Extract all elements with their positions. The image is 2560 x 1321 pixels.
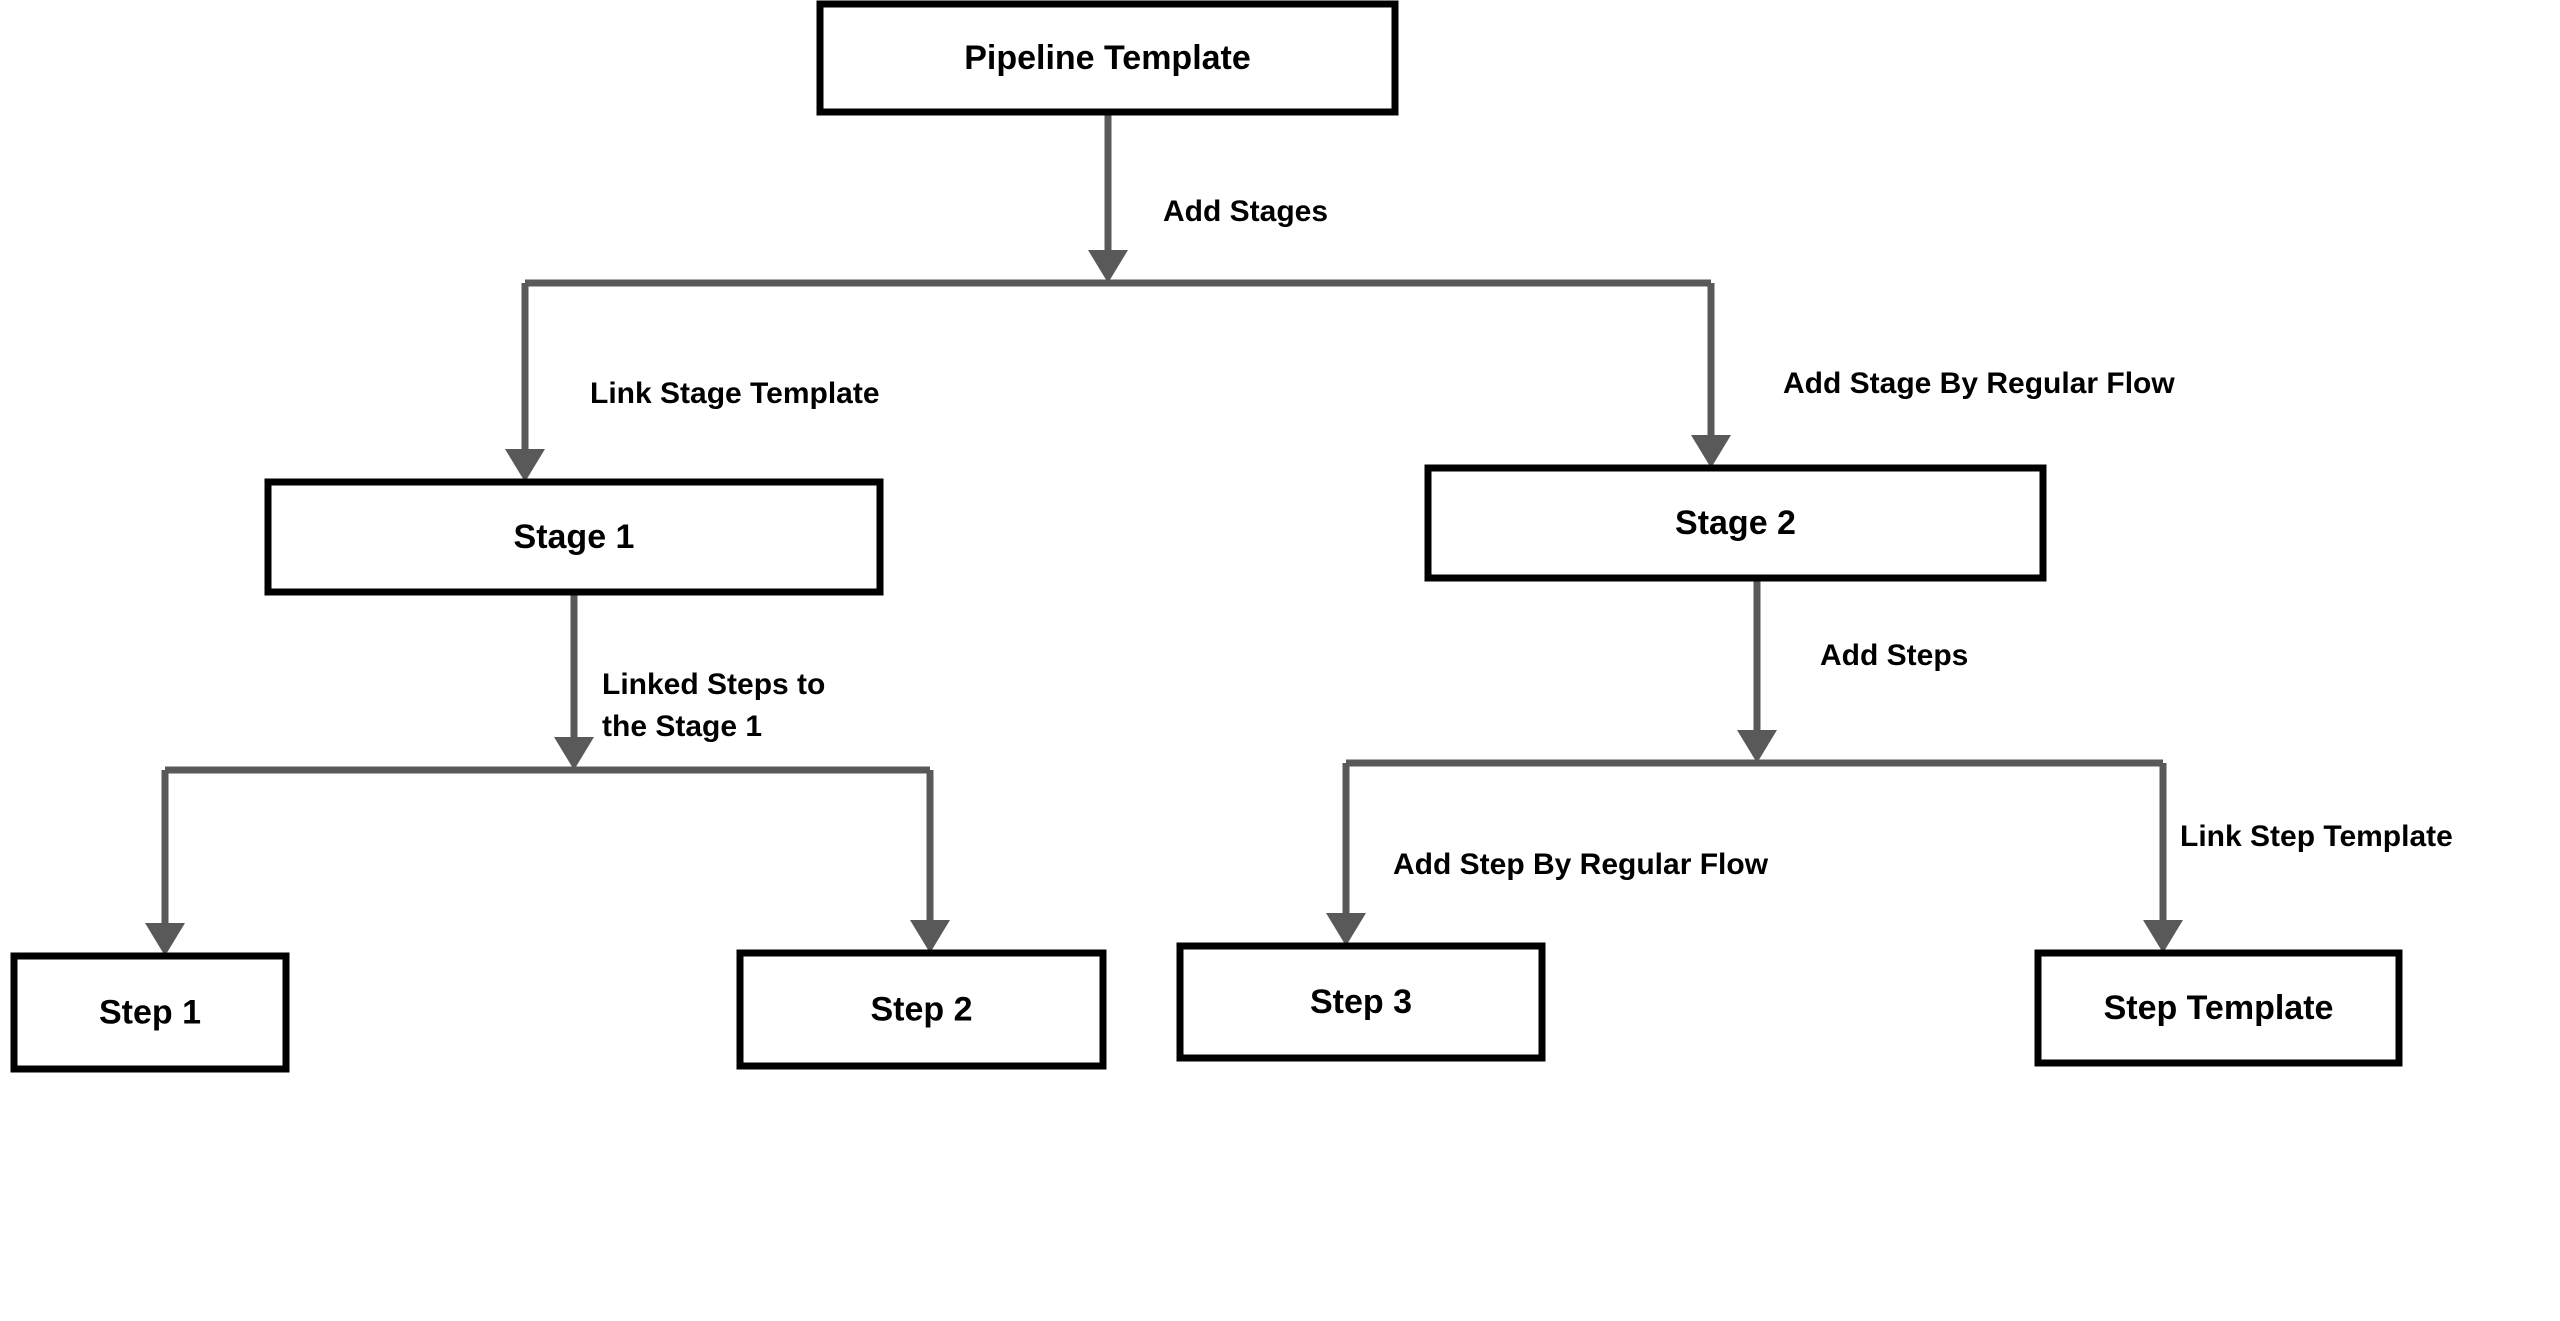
- arrowhead-icon: [145, 923, 185, 956]
- node-pipeline-template[interactable]: Pipeline Template: [816, 0, 1399, 116]
- node-label-stage-2: Stage 2: [1675, 504, 1796, 542]
- edges-layer: [145, 112, 2183, 956]
- arrowhead-icon: [1088, 250, 1128, 283]
- node-box-step-3[interactable]: [1176, 942, 1546, 1062]
- node-label-step-3: Step 3: [1310, 983, 1412, 1021]
- edge-label-steps-2-to-step-3: Add Step By Regular Flow: [1393, 848, 1769, 881]
- arrowhead-icon: [910, 920, 950, 953]
- node-step-1[interactable]: Step 1: [10, 952, 290, 1073]
- edge-pipeline-to-stages: [1088, 112, 1128, 283]
- arrowhead-icon: [554, 737, 594, 770]
- node-label-step-1: Step 1: [99, 993, 201, 1031]
- edge-label-stage-2-to-steps: Add Steps: [1820, 639, 1968, 672]
- arrowhead-icon: [2143, 920, 2183, 953]
- arrowhead-icon: [1326, 913, 1366, 946]
- node-box-step-1[interactable]: [10, 952, 290, 1073]
- edge-label-stages-to-stage-1: Link Stage Template: [590, 377, 880, 410]
- node-label-stage-1: Stage 1: [514, 518, 635, 556]
- node-box-pipeline-template[interactable]: [816, 0, 1399, 116]
- node-step-template[interactable]: Step Template: [2034, 949, 2403, 1067]
- edge-label-pipeline-to-stages: Add Stages: [1163, 195, 1328, 228]
- node-step-2[interactable]: Step 2: [736, 949, 1107, 1070]
- edge-stages-to-stage-1: [505, 283, 545, 482]
- edge-steps-2-to-step-template: [2143, 763, 2183, 953]
- edge-label-line: Add Stage By Regular Flow: [1783, 367, 2175, 400]
- node-label-step-template: Step Template: [2104, 989, 2334, 1027]
- edge-label-stage-1-to-steps: Linked Steps to the Stage 1: [602, 668, 825, 743]
- node-stage-1[interactable]: Stage 1: [264, 478, 884, 596]
- node-stage-2[interactable]: Stage 2: [1424, 464, 2047, 582]
- arrowhead-icon: [1737, 730, 1777, 763]
- edge-label-stages-to-stage-2: Add Stage By Regular Flow: [1783, 367, 2175, 400]
- edge-steps-1-to-step-1: [145, 770, 185, 956]
- node-box-step-2[interactable]: [736, 949, 1107, 1070]
- edge-label-steps-2-to-step-template: Link Step Template: [2180, 820, 2453, 853]
- edge-stage-1-to-steps: [554, 592, 594, 770]
- edge-stage-2-to-steps: [1737, 578, 1777, 763]
- node-box-stage-1[interactable]: [264, 478, 884, 596]
- edge-label-line: Add Stages: [1163, 195, 1328, 228]
- edge-label-line: Add Step By Regular Flow: [1393, 848, 1769, 881]
- edge-steps-1-to-step-2: [910, 770, 950, 953]
- edge-stages-to-stage-2: [1691, 283, 1731, 468]
- node-box-step-template[interactable]: [2034, 949, 2403, 1067]
- arrowhead-icon: [1691, 435, 1731, 468]
- arrowhead-icon: [505, 449, 545, 482]
- edge-steps-2-to-step-3: [1326, 763, 1366, 946]
- edge-label-line: the Stage 1: [602, 710, 762, 743]
- edge-label-line: Link Step Template: [2180, 820, 2453, 853]
- node-box-stage-2[interactable]: [1424, 464, 2047, 582]
- node-label-pipeline-template: Pipeline Template: [964, 39, 1251, 77]
- edge-label-line: Add Steps: [1820, 639, 1968, 672]
- edge-label-line: Linked Steps to: [602, 668, 825, 701]
- node-step-3[interactable]: Step 3: [1176, 942, 1546, 1062]
- edge-label-line: Link Stage Template: [590, 377, 880, 410]
- node-label-step-2: Step 2: [870, 990, 972, 1028]
